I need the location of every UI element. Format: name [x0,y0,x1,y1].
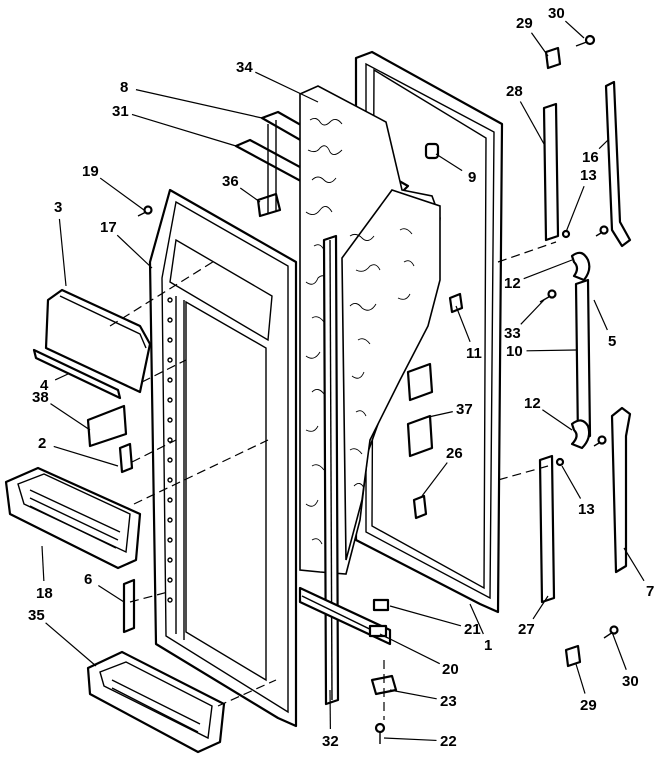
callout-label-c3: 3 [54,199,62,216]
callout-label-c12a: 12 [504,275,521,292]
callout-label-c31: 31 [112,103,129,120]
callout-leader-c23 [389,689,437,700]
callout-leader-c28 [519,101,545,145]
callout-leader-c19 [99,177,145,211]
callout-leader-c21 [389,605,462,627]
callout-leader-c13b [561,465,582,499]
callout-leader-c6 [98,584,125,603]
callout-label-c36: 36 [222,173,239,190]
callout-label-c30b: 30 [622,673,639,690]
callout-leader-c12b [542,409,573,431]
lower-door-shelf-bin [86,650,226,754]
callout-label-c2: 2 [38,435,46,452]
callout-label-c29b: 29 [580,697,597,714]
callout-label-c12b: 12 [524,395,541,412]
callout-leader-c18 [41,545,45,582]
callout-leader-c35 [45,622,97,667]
callout-label-c22: 22 [440,733,457,750]
callout-leader-c7 [623,547,645,582]
callout-leader-c20 [379,633,441,665]
callout-label-c20: 20 [442,661,459,678]
callout-leader-c33 [520,299,545,325]
callout-leader-c10 [526,349,577,352]
callout-leader-c22 [383,737,437,742]
callout-leader-c30a [564,20,585,39]
callout-label-c8: 8 [120,79,128,96]
callout-leader-c8 [135,89,263,119]
callout-leader-c34 [255,71,319,103]
callout-label-c29a: 29 [516,15,533,32]
dairy-hinge-brackets [86,404,136,634]
screw-fasteners [137,34,619,744]
callout-label-c23: 23 [440,693,457,710]
callout-label-c18: 18 [36,585,53,602]
callout-leader-c12a [523,259,573,280]
callout-label-c33: 33 [504,325,521,342]
callout-leader-c29a [530,32,549,57]
dairy-compartment-door [32,288,152,400]
callout-leader-c27 [532,595,549,620]
inner-door-liner [148,188,298,728]
callout-leader-c37 [423,411,453,419]
callout-label-c38: 38 [32,389,49,406]
handle-end-caps [570,251,591,450]
callout-label-c16: 16 [582,149,599,166]
callout-leader-c29b [575,663,586,694]
callout-leader-c9 [435,153,463,172]
callout-leader-c26 [421,462,448,497]
callout-leader-c5 [593,299,608,331]
callout-leader-c38 [50,403,91,431]
callout-label-c27: 27 [518,621,535,638]
callout-leader-c1 [469,603,484,635]
callout-label-c28: 28 [506,83,523,100]
callout-label-c4: 4 [40,377,49,394]
callout-label-c13a: 13 [580,167,597,184]
callout-leader-c16 [598,139,609,150]
callout-label-c11: 11 [466,345,482,362]
callout-label-c10: 10 [506,343,523,360]
callout-label-c26: 26 [446,445,463,462]
callout-leader-c4 [54,373,69,381]
handle-clips [544,46,582,668]
callout-label-c7: 7 [646,583,654,600]
door-hardware [368,142,464,696]
callout-label-c35: 35 [28,607,45,624]
callout-label-c37: 37 [456,401,473,418]
callout-leader-c13a [565,185,585,233]
callout-leader-c31 [131,113,237,147]
callout-label-c32: 32 [322,733,339,750]
callout-label-c21: 21 [464,621,481,638]
callout-label-c34: 34 [236,59,253,76]
callout-label-c19: 19 [82,163,99,180]
callout-leader-c2 [53,445,119,467]
alignment-lines [109,241,557,720]
callout-label-c13b: 13 [578,501,595,518]
callout-label-c17: 17 [100,219,117,236]
handle-trim-pieces [538,80,632,604]
callout-label-c1: 1 [484,637,492,654]
callout-label-c9: 9 [468,169,476,186]
callout-label-c30a: 30 [548,5,565,22]
callout-label-c6: 6 [84,571,92,588]
callout-leader-c36 [239,187,261,203]
callout-leader-c30b [611,631,627,670]
callout-leader-c3 [58,218,67,287]
callout-label-c5: 5 [608,333,616,350]
callout-leader-c11 [455,305,471,343]
door-shelf-bin [4,466,142,570]
door-gasket-strip [322,234,340,706]
callout-leader-c17 [116,234,153,269]
